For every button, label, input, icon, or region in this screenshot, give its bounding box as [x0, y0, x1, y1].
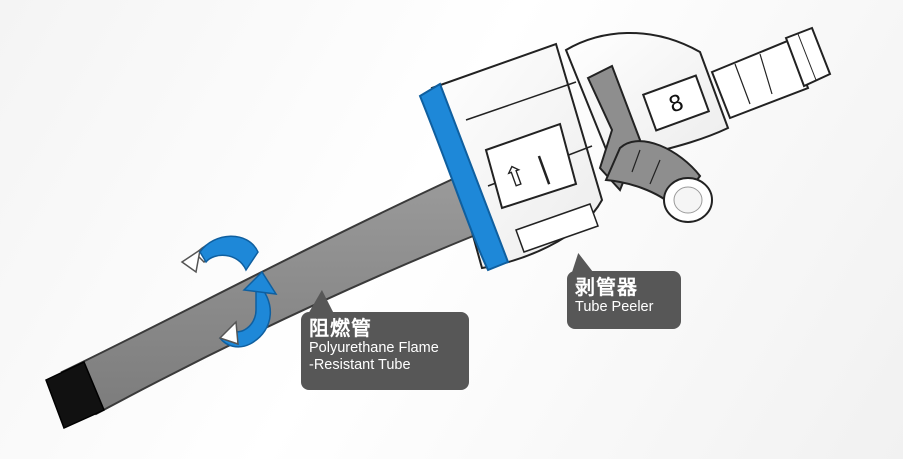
tube-desc-line1: Polyurethane Flame: [309, 340, 439, 356]
tube-title: 阻燃管: [309, 316, 372, 340]
hex-shaft: [710, 26, 832, 120]
tube-peeler-device: 8 ⇧ |: [418, 26, 832, 272]
callout-peeler: 剥管器 Tube Peeler: [567, 253, 681, 329]
flame-resistant-tube: [45, 176, 480, 430]
peeler-main-body: [418, 42, 604, 272]
peeling-strap: [586, 64, 713, 223]
tube-tip: [45, 360, 105, 430]
blue-grip-band: [418, 82, 510, 272]
peeler-title: 剥管器: [575, 275, 638, 299]
rear-housing: [564, 31, 730, 166]
rotate-arrows-icon: [180, 235, 278, 348]
callout-tube: 阻燃管 Polyurethane Flame -Resistant Tube: [301, 290, 469, 390]
tube-desc-line2: -Resistant Tube: [309, 357, 411, 373]
size-label-box: [641, 74, 711, 132]
peeler-subtitle: Tube Peeler: [575, 299, 654, 315]
